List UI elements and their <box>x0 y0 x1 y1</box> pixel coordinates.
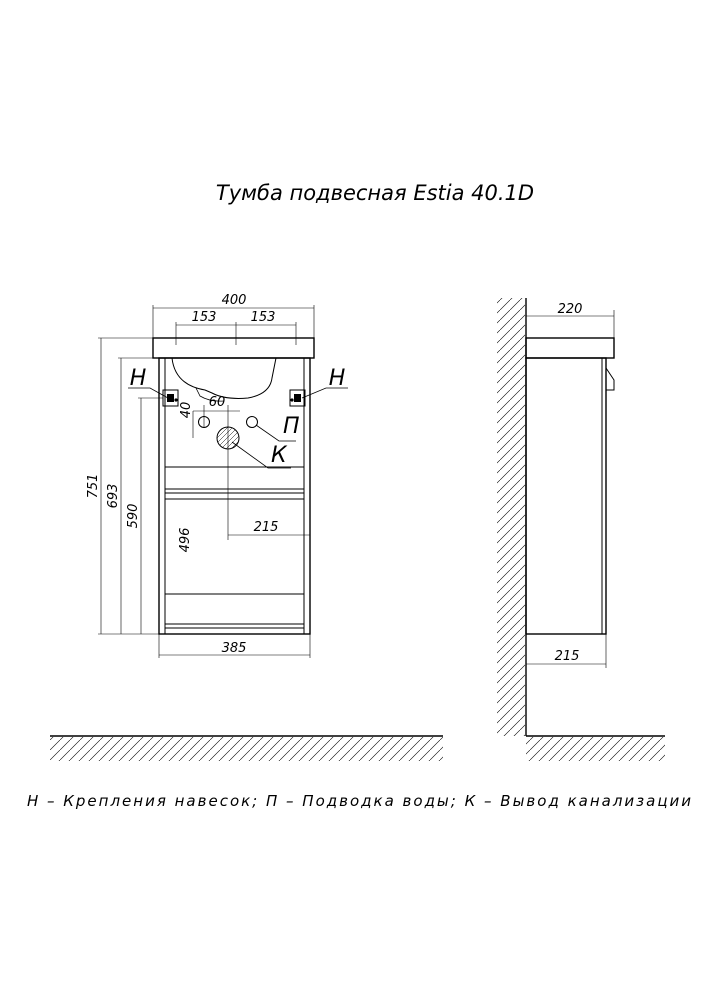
side-basin-top <box>525 337 615 359</box>
dim-400: 400 <box>222 293 247 308</box>
dim-693: 693 <box>106 484 121 509</box>
side-view: 220 215 <box>497 298 665 761</box>
legend-text: Н – Крепления навесок; П – Подводка воды… <box>27 792 693 810</box>
dim-60: 60 <box>209 395 226 410</box>
dim-153-left: 153 <box>192 310 217 325</box>
side-cabinet-body <box>525 357 607 635</box>
dim-751: 751 <box>86 474 101 499</box>
dim-215-front: 215 <box>254 520 279 535</box>
dim-385: 385 <box>222 641 247 656</box>
label-h-right: Н <box>329 366 346 391</box>
cabinet-body <box>158 357 311 635</box>
basin-bowl <box>171 357 277 399</box>
water-inlet-right <box>246 416 258 428</box>
label-k: К <box>271 443 288 468</box>
drawer-front <box>164 593 305 625</box>
wall-hatch <box>497 298 525 736</box>
drawing-title: Тумба подвесная Estia 40.1D <box>216 181 534 205</box>
dim-153-right: 153 <box>251 310 276 325</box>
label-h-left: Н <box>130 366 147 391</box>
dim-220: 220 <box>558 302 583 317</box>
dim-40: 40 <box>179 402 194 419</box>
front-view: Н Н П К 40 60 215 496 400 <box>86 293 348 658</box>
floor-hatch-right <box>526 737 665 761</box>
label-p: П <box>283 414 300 439</box>
shelf <box>164 466 305 490</box>
hinge-right <box>289 389 306 407</box>
dim-496: 496 <box>178 528 193 553</box>
dim-590: 590 <box>126 504 141 529</box>
dim-215-side: 215 <box>555 649 580 664</box>
door-handle <box>605 367 615 391</box>
basin-top <box>152 337 315 359</box>
floor-left <box>50 735 443 761</box>
